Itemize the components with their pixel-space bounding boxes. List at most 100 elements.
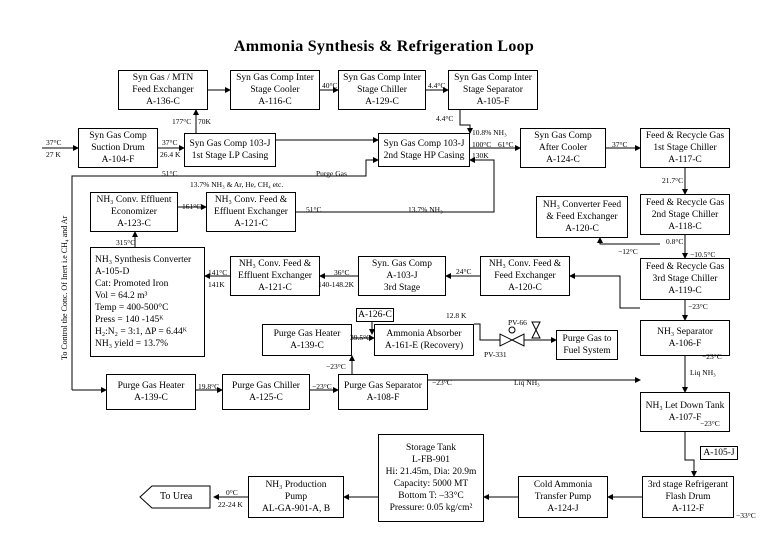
- text: Syn Gas Comp Inter: [236, 73, 314, 83]
- stream-label: 315°C: [116, 238, 136, 247]
- text: NH₃ Production: [265, 480, 327, 490]
- text: A-104-F: [101, 155, 135, 165]
- text: 1st Stage LP Casing: [191, 151, 269, 161]
- text: A-120-C: [565, 224, 599, 234]
- text: Economizer: [111, 207, 157, 217]
- text: NH₃ Separator: [657, 327, 713, 337]
- stream-label: 24°C: [456, 267, 472, 276]
- text: Effluent Exchanger: [238, 271, 312, 281]
- stream-label: 40°C: [322, 81, 338, 90]
- text: A-124-C: [546, 155, 580, 165]
- box-a105j: A-105-J: [700, 446, 738, 460]
- stream-label: 37°C: [612, 140, 628, 149]
- text: After Cooler: [538, 143, 588, 153]
- text: Stage Chiller: [357, 85, 407, 95]
- text: Syn Gas Comp 103-J: [383, 139, 465, 149]
- text: H₂:N₂ = 3:1, ΔP = 6.44ᴷ: [95, 327, 188, 337]
- text: Feed & Recycle Gas: [645, 197, 725, 208]
- text: Vol = 64.2 m³: [95, 291, 148, 301]
- stream-label: 13.7% NH₃ & Ar, He, CH₄ etc.: [190, 180, 284, 189]
- stream-label: −33°C: [736, 511, 756, 520]
- text: A-116-C: [258, 97, 292, 107]
- text: 1st Stage Chiller: [653, 143, 717, 153]
- stream-label: 4.4°C: [436, 114, 454, 123]
- stream-label: 61°C: [498, 140, 514, 149]
- text: Ammonia Absorber: [386, 329, 462, 339]
- box-103j-2nd-stage: Syn Gas Comp 103-J 2nd Stage HP Casing: [378, 133, 470, 167]
- text: A-124-J: [547, 504, 579, 514]
- text: NH₃ Let Down Tank: [645, 401, 725, 411]
- text: A-126-C: [358, 310, 392, 320]
- stream-label: −23°C: [326, 362, 346, 371]
- stream-label: 130K: [472, 151, 489, 160]
- stream-label: 27 K: [46, 150, 61, 159]
- stream-label: 13.7% NH₃: [408, 205, 443, 214]
- text: 3rd Stage: [383, 283, 421, 293]
- stream-label: Liq NH₃: [690, 368, 716, 377]
- stream-label: 141K: [208, 280, 225, 289]
- text: Suction Drum: [91, 143, 145, 153]
- text: A-139-C: [290, 341, 324, 351]
- stream-label: 51°C: [306, 205, 322, 214]
- text: A-129-C: [365, 97, 399, 107]
- to-urea-arrow: [139, 485, 211, 509]
- box-103j-1st-stage: Syn Gas Comp 103-J 1st Stage LP Casing: [184, 133, 276, 167]
- text: A-121-C: [258, 283, 292, 293]
- text: A-119-C: [668, 286, 702, 296]
- stream-label: −23°C: [432, 378, 452, 387]
- text: A-105-F: [476, 97, 510, 107]
- stream-label: −23°C: [312, 382, 332, 391]
- text: Purge Gas to: [562, 334, 612, 344]
- stream-label: 140-148.2K: [318, 280, 355, 289]
- text: Stage Cooler: [250, 85, 300, 95]
- text: A-161-E (Recovery): [384, 341, 464, 351]
- text: A-120-C: [508, 283, 542, 293]
- stream-label: Purge Gas: [316, 169, 347, 178]
- text: NH₃ Conv. Feed &: [488, 259, 562, 269]
- text: L-FB-901: [412, 455, 450, 465]
- text: Feed & Recycle Gas: [645, 262, 725, 272]
- stream-label: 0.8°C: [666, 237, 684, 246]
- text: A-123-C: [117, 219, 151, 229]
- text: Feed Exchanger: [494, 271, 556, 281]
- text: 2nd Stage HP Casing: [383, 151, 465, 161]
- stream-label: 70K: [198, 117, 211, 126]
- text: A-112-F: [671, 504, 705, 514]
- text: Bottom T: –33°C: [398, 491, 464, 501]
- text: A-136-C: [146, 97, 180, 107]
- stream-label: 37°C: [162, 138, 178, 147]
- text: A-117-C: [668, 155, 702, 165]
- text: 2nd Stage Chiller: [651, 209, 719, 220]
- text: Capacity: 5000 MT: [393, 479, 469, 489]
- text: A-105-J: [703, 448, 735, 458]
- stream-label: PV-331: [484, 350, 507, 359]
- text: Syn Gas Comp 103-J: [189, 139, 271, 149]
- stream-label: PV-66: [508, 318, 527, 327]
- text: Cold Ammonia: [533, 480, 593, 490]
- text: Temp = 400-500°C: [95, 303, 169, 313]
- stream-label: −10.5°C: [690, 250, 716, 259]
- text: Flash Drum: [665, 492, 711, 502]
- text: A-121-C: [234, 219, 268, 229]
- stream-label: 39.5°C: [350, 333, 372, 342]
- text: Hi: 21.45m, Dia: 20.9m: [385, 467, 477, 477]
- side-note: To Control the Conc. Of Inert i.e CH₄ an…: [60, 215, 69, 360]
